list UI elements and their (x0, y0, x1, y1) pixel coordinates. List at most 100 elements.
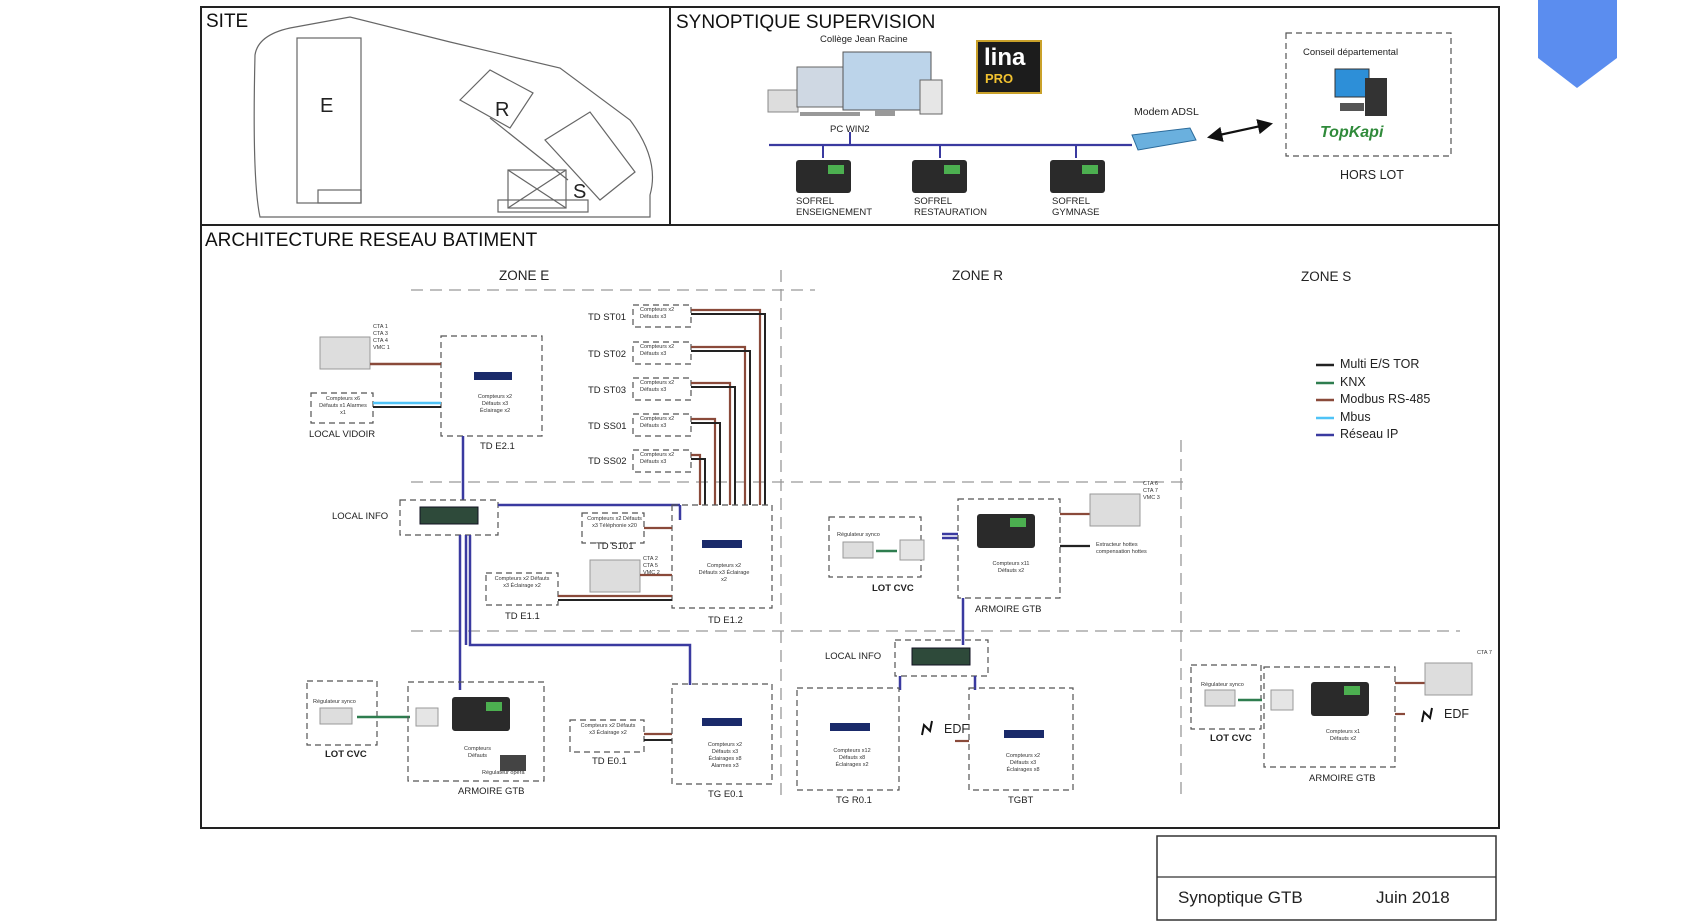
modem-icon (1131, 127, 1197, 151)
din-module-icon (702, 718, 742, 726)
cta-unit-icon (1424, 662, 1473, 696)
sofrel-unit-icon (1050, 160, 1105, 193)
tg-e01-label: TG E0.1 (708, 789, 744, 800)
td-st02-label: TD ST02 (588, 349, 627, 360)
building-s-label: S (573, 181, 587, 203)
td-e21-label: TD E2.1 (480, 441, 515, 452)
local-info-r-label: LOCAL INFO (825, 651, 882, 662)
zone-r-label: ZONE R (952, 268, 1004, 283)
din-module-icon (474, 372, 512, 380)
bidirectional-arrow (1206, 119, 1274, 142)
reg-synco-e-label: Régulateur synco (313, 699, 356, 705)
tg-e01-box-text: Compteurs x2 Défauts x3 Éclairages x8 Al… (707, 742, 743, 769)
td-st01-box-text: Compteurs x2 Défauts x3 (640, 307, 675, 320)
td-ss02-label: TD SS02 (588, 456, 627, 467)
site-title: SITE (206, 11, 249, 32)
regulator-opera-icon (500, 755, 526, 771)
armoire-s-box-text: Compteurs x1 Défauts x2 (1325, 729, 1361, 742)
lot-cvc-e-label: LOT CVC (325, 749, 367, 760)
td-ss02-box-text: Compteurs x2 Défauts x3 (640, 452, 675, 465)
pc-label: PC WIN2 (830, 124, 870, 135)
td-e11-box-text: Compteurs x2 Défauts x3 Éclairage x2 (494, 576, 550, 589)
cta-top-label: CTA 1 CTA 3 CTA 4 VMC 1 (373, 324, 390, 351)
reg-synco-r-label: Régulateur synco (837, 532, 880, 538)
armoire-e-box-text: Compteurs Défauts (464, 746, 491, 759)
zone-e-diagram (306, 304, 773, 785)
lot-cvc-s-label: LOT CVC (1210, 733, 1252, 744)
td-e01-box-text: Compteurs x2 Défauts x3 Éclairage x2 (580, 723, 636, 736)
edf-r-label: EDF (944, 722, 969, 736)
site-plan (253, 16, 653, 218)
armoire-r-box-text: Compteurs x11 Défauts x2 (992, 561, 1030, 574)
controller-icon (977, 514, 1035, 548)
regulator-icon (1204, 689, 1236, 707)
college-label: Collège Jean Racine (820, 34, 908, 45)
zone-r-diagram (796, 493, 1141, 791)
zone-s-label: ZONE S (1301, 269, 1352, 284)
td-st03-label: TD ST03 (588, 385, 627, 396)
td-e01-label: TD E0.1 (592, 756, 627, 767)
tg-r01-label: TG R0.1 (836, 795, 872, 806)
title-block-name: Synoptique GTB (1178, 888, 1303, 907)
title-block-date: Juin 2018 (1376, 888, 1450, 907)
td-e12-label: TD E1.2 (708, 615, 743, 626)
sofrel-unit-icon (796, 160, 851, 193)
network-switch-icon (911, 647, 971, 666)
regulator-icon (319, 707, 353, 725)
zone-s-diagram (1190, 662, 1473, 768)
armoire-s-label: ARMOIRE GTB (1309, 773, 1376, 784)
td-e21-box-text: Compteurs x2 Défauts x3 Éclairage x2 (477, 394, 513, 414)
io-module-icon (1270, 689, 1294, 711)
armoire-r-label: ARMOIRE GTB (975, 604, 1042, 615)
architecture-frame (200, 224, 1500, 829)
edf-s-label: EDF (1444, 707, 1469, 721)
td-s101-box-text: Compteurs x2 Défauts x3 Téléphonie x20 (587, 516, 642, 529)
td-ss01-label: TD SS01 (588, 421, 627, 432)
cta-unit-icon (589, 559, 641, 593)
din-module-icon (1004, 730, 1044, 738)
lina-pro-logo (976, 40, 1042, 94)
cta-unit-icon (1089, 493, 1141, 527)
extracteur-label: Extracteur hottes compensation hottes (1096, 542, 1147, 555)
din-module-icon (702, 540, 742, 548)
conseil-label: Conseil départemental (1303, 47, 1399, 58)
network-switch-icon (419, 506, 479, 525)
cta-unit-icon (319, 336, 371, 370)
building-e-label: E (320, 95, 334, 117)
legend-knx: KNX (1340, 375, 1366, 389)
legend-reseau-ip: Réseau IP (1340, 427, 1399, 441)
legend-modbus: Modbus RS-485 (1340, 392, 1431, 406)
td-st02-box-text: Compteurs x2 Défauts x3 (640, 344, 675, 357)
topkapi-logo-text: TopKapi (1320, 124, 1384, 141)
bookmark-ribbon (1538, 0, 1617, 88)
title-block-frame (1156, 835, 1497, 921)
local-vidoir-label: LOCAL VIDOIR (309, 429, 376, 440)
tgbt-label: TGBT (1008, 795, 1034, 806)
din-module-icon (830, 723, 870, 731)
edf-symbol (921, 720, 933, 736)
architecture-title: ARCHITECTURE RESEAU BATIMENT (205, 230, 538, 251)
legend-mbus: Mbus (1340, 410, 1371, 424)
regulator-icon (842, 541, 874, 559)
zone-e-label: ZONE E (499, 268, 550, 283)
edf-symbol (1421, 707, 1433, 723)
vidoir-box-text: Compteurs x6 Défauts x1 Alarmes x1 (319, 396, 367, 416)
pro-logo-text: PRO (985, 71, 1014, 86)
td-st01-label: TD ST01 (588, 312, 627, 323)
lot-cvc-r-label: LOT CVC (872, 583, 914, 594)
local-info-e-label: LOCAL INFO (332, 511, 389, 522)
lina-logo-text: lina (984, 44, 1026, 71)
tgbt-box-text: Compteurs x2 Défauts x3 Éclairages x8 (1005, 753, 1041, 773)
tg-r01-box-text: Compteurs x12 Défauts x8 Éclairages x2 (833, 748, 871, 768)
site-frame (200, 6, 671, 226)
modem-label: Modem ADSL (1134, 106, 1199, 118)
cta-mid-label: CTA 2 CTA 5 VMC 2 (643, 556, 660, 576)
controller-icon (1311, 682, 1369, 716)
td-st03-box-text: Compteurs x2 Défauts x3 (640, 380, 675, 393)
legend-multi-es: Multi E/S TOR (1340, 357, 1420, 371)
td-e12-box-text: Compteurs x2 Défauts x3 Éclairage x2 (698, 563, 750, 583)
zone-separators (411, 270, 1460, 800)
